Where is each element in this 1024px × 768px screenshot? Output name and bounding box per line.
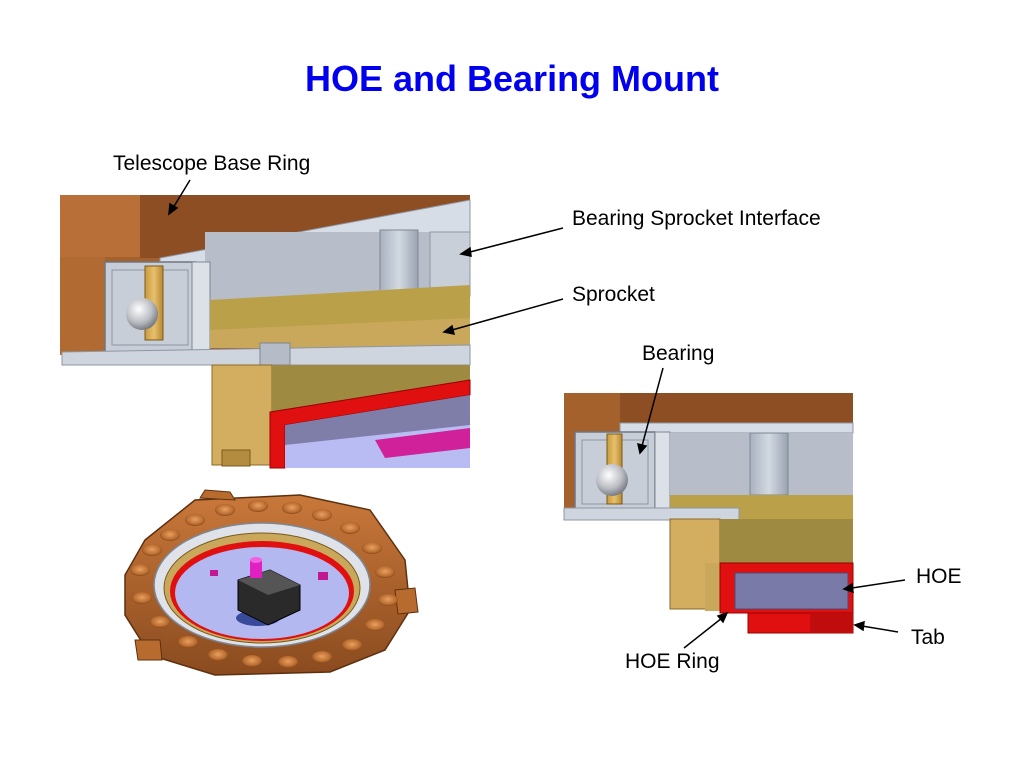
assembly-view: [124, 489, 419, 676]
slide-title: HOE and Bearing Mount: [305, 58, 719, 99]
bolt-holes: [130, 500, 398, 668]
label-bearing: Bearing: [642, 342, 715, 365]
label-bearing-sprocket-interface: Bearing Sprocket Interface: [572, 207, 821, 230]
main-cross-section: [60, 195, 471, 469]
detail-cross-section: [563, 393, 854, 634]
leader-lines: [168, 179, 906, 649]
label-hoe: HOE: [916, 565, 962, 588]
label-hoe-ring: HOE Ring: [625, 650, 720, 673]
label-tab: Tab: [911, 626, 945, 649]
label-telescope-base-ring: Telescope Base Ring: [113, 152, 311, 175]
label-sprocket: Sprocket: [572, 283, 655, 306]
